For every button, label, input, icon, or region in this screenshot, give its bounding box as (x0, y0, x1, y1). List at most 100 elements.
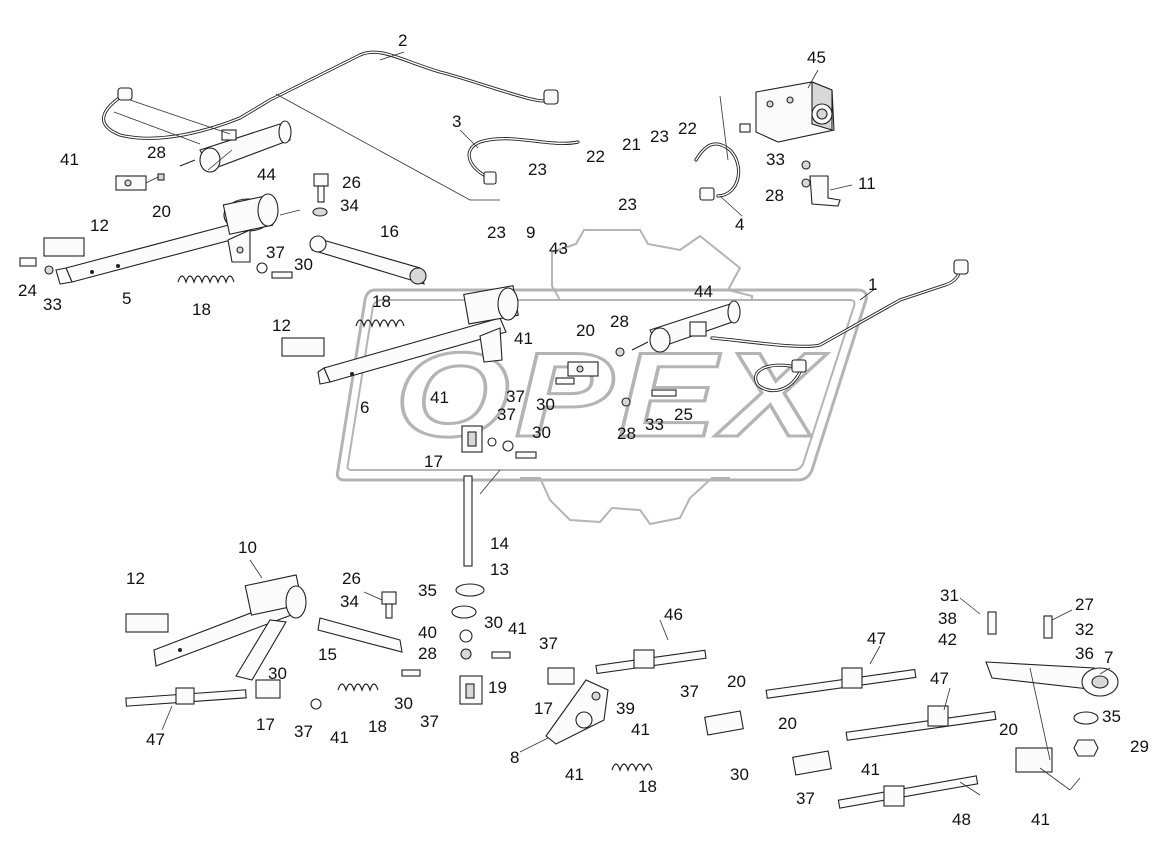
label-47c: 47 (146, 730, 165, 749)
label-42: 42 (938, 630, 957, 649)
label-20e: 20 (999, 720, 1018, 739)
clevis-20-lower-c (1015, 747, 1053, 773)
label-18a: 18 (192, 300, 211, 319)
pad-12-middle (281, 337, 325, 357)
pin-30-mid (515, 451, 537, 459)
pin-30-upper (271, 271, 293, 279)
label-33b: 33 (43, 295, 62, 314)
label-12b: 12 (272, 316, 291, 335)
clevis-17-lower-left (255, 679, 281, 699)
washer-37-lower-left (310, 698, 322, 710)
label-26b: 26 (342, 569, 361, 588)
pin-30-lower-left (401, 669, 421, 677)
label-17a: 17 (424, 452, 443, 471)
label-38: 38 (938, 609, 957, 628)
washer-37-upper (256, 262, 268, 274)
label-28b: 28 (765, 186, 784, 205)
link-16 (309, 235, 427, 285)
label-11: 11 (858, 174, 876, 193)
label-43: 43 (549, 239, 568, 258)
label-20a: 20 (152, 202, 171, 221)
label-40: 40 (418, 623, 437, 642)
label-41f: 41 (330, 728, 349, 747)
brake-pipe-2 (101, 50, 559, 140)
label-41h: 41 (565, 765, 584, 784)
label-24: 24 (18, 281, 37, 300)
bolt-26-lower (381, 591, 397, 619)
label-18d: 18 (638, 777, 657, 796)
bolt-24 (19, 257, 54, 275)
label-22b: 22 (586, 147, 605, 166)
label-37e: 37 (680, 682, 699, 701)
label-44b: 44 (694, 282, 713, 301)
label-6: 6 (360, 398, 369, 417)
pedal-lever-6 (317, 285, 519, 385)
washer-40 (459, 629, 473, 643)
rod-14 (463, 475, 473, 567)
label-33a: 33 (766, 150, 785, 169)
brake-pipe-4 (694, 142, 741, 201)
rod-47-right (845, 705, 997, 741)
clevis-20-lower-a (704, 710, 744, 736)
label-15: 15 (318, 645, 337, 664)
label-35a: 35 (418, 581, 437, 600)
nut-28-lower (460, 648, 472, 660)
nut-28-lower-center (621, 397, 631, 407)
clevis-20-center (567, 361, 599, 377)
label-12a: 12 (90, 216, 109, 235)
label-45: 45 (807, 48, 826, 67)
label-28d: 28 (617, 424, 636, 443)
spring-18-middle (355, 319, 405, 328)
nut-28-center (615, 347, 625, 357)
label-5: 5 (122, 289, 131, 308)
label-37h: 37 (796, 789, 815, 808)
label-27: 27 (1075, 595, 1094, 614)
label-32: 32 (1075, 620, 1094, 639)
label-28a: 28 (147, 143, 166, 162)
rod-47-middle (765, 667, 917, 699)
master-cylinder-44-upper (129, 99, 292, 173)
master-cylinder-44-center (631, 300, 741, 353)
bracket-11 (801, 160, 841, 207)
label-14: 14 (490, 534, 509, 553)
label-19: 19 (488, 678, 507, 697)
clevis-17-upper (461, 425, 497, 453)
label-30f: 30 (394, 694, 413, 713)
watermark-frame-outer (335, 288, 868, 482)
rod-46 (595, 649, 707, 675)
pin-31 (987, 611, 997, 635)
leader-lines (113, 51, 1111, 796)
label-21: 21 (622, 135, 641, 154)
label-47a: 47 (867, 629, 886, 648)
washer-35-right (1073, 711, 1099, 725)
label-37d: 37 (539, 634, 558, 653)
watermark-frame-inner (346, 299, 856, 471)
rod-48 (837, 775, 979, 809)
label-8: 8 (510, 748, 519, 767)
label-29: 29 (1130, 737, 1149, 756)
label-4: 4 (735, 215, 744, 234)
label-41g: 41 (861, 760, 880, 779)
pin-30-lower-center (491, 651, 511, 659)
label-2: 2 (398, 31, 407, 50)
label-30d: 30 (484, 613, 503, 632)
label-30e: 30 (268, 664, 287, 683)
label-10: 10 (238, 538, 257, 557)
spring-18-upper (177, 275, 235, 284)
label-35b: 35 (1102, 707, 1121, 726)
link-15 (317, 617, 403, 653)
label-41-bottom: 41 (1031, 810, 1050, 829)
label-34b: 34 (340, 592, 359, 611)
label-18b: 18 (372, 292, 391, 311)
label-47b: 47 (930, 669, 949, 688)
nut-29 (1073, 739, 1099, 757)
label-41b: 41 (514, 329, 533, 348)
label-46: 46 (664, 605, 683, 624)
label-20b: 20 (576, 321, 595, 340)
label-30c: 30 (532, 423, 551, 442)
label-37a: 37 (266, 243, 285, 262)
spring-18-lower-center (611, 763, 653, 772)
part-labels: 2 45 3 23 22 21 28 22 33 41 23 44 26 11 … (18, 31, 1149, 829)
